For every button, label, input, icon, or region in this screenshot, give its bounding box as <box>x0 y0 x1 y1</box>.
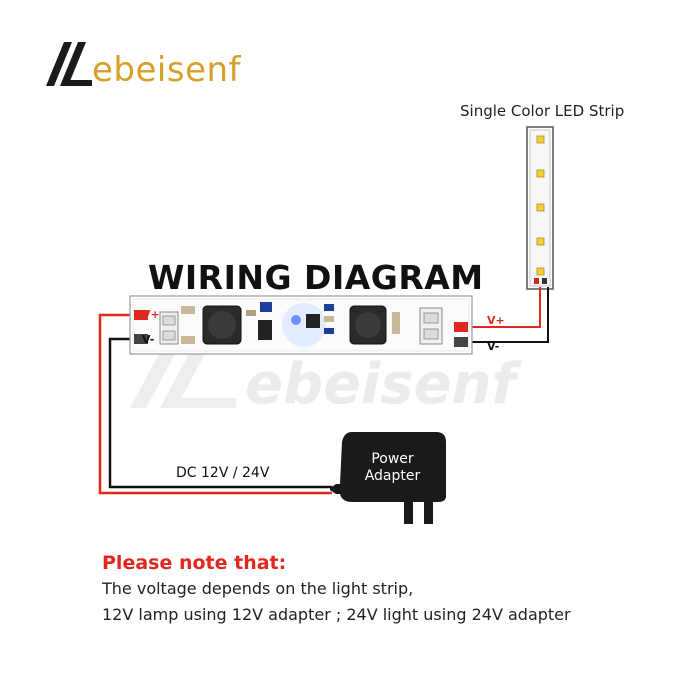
note-line: 12V lamp using 12V adapter ; 24V light u… <box>102 605 571 624</box>
brand-logo-mark <box>46 42 92 86</box>
led-strip-label: Single Color LED Strip <box>460 102 625 120</box>
diagram-title: WIRING DIAGRAM <box>148 258 484 297</box>
note-title: Please note that: <box>102 552 287 574</box>
led-strip <box>526 126 554 290</box>
board-left-positive-label: V+ <box>142 308 160 321</box>
controller-board <box>129 295 473 355</box>
strip-negative-wire <box>468 287 549 343</box>
led-chip <box>536 135 545 144</box>
board-right-positive-label: V+ <box>487 314 505 327</box>
strip-positive-wire <box>468 287 541 328</box>
watermark: ebeisenf <box>245 352 516 417</box>
note-line: The voltage depends on the light strip, <box>102 579 414 598</box>
adapter-label-line2: Adapter <box>364 468 421 484</box>
led-chip <box>536 267 545 276</box>
power-adapter <box>330 432 446 524</box>
board-right-negative-label: V- <box>487 340 500 353</box>
brand-name: ebeisenf <box>92 50 242 90</box>
watermark-mark <box>130 352 236 408</box>
led-chip <box>536 203 545 212</box>
led-chip <box>536 169 545 178</box>
board-left-negative-label: V- <box>142 333 155 346</box>
dc-voltage-label: DC 12V / 24V <box>176 465 270 481</box>
led-chip <box>536 237 545 246</box>
adapter-label-line1: Power <box>371 451 414 467</box>
positive-wire <box>98 313 332 495</box>
negative-wire <box>108 337 332 489</box>
